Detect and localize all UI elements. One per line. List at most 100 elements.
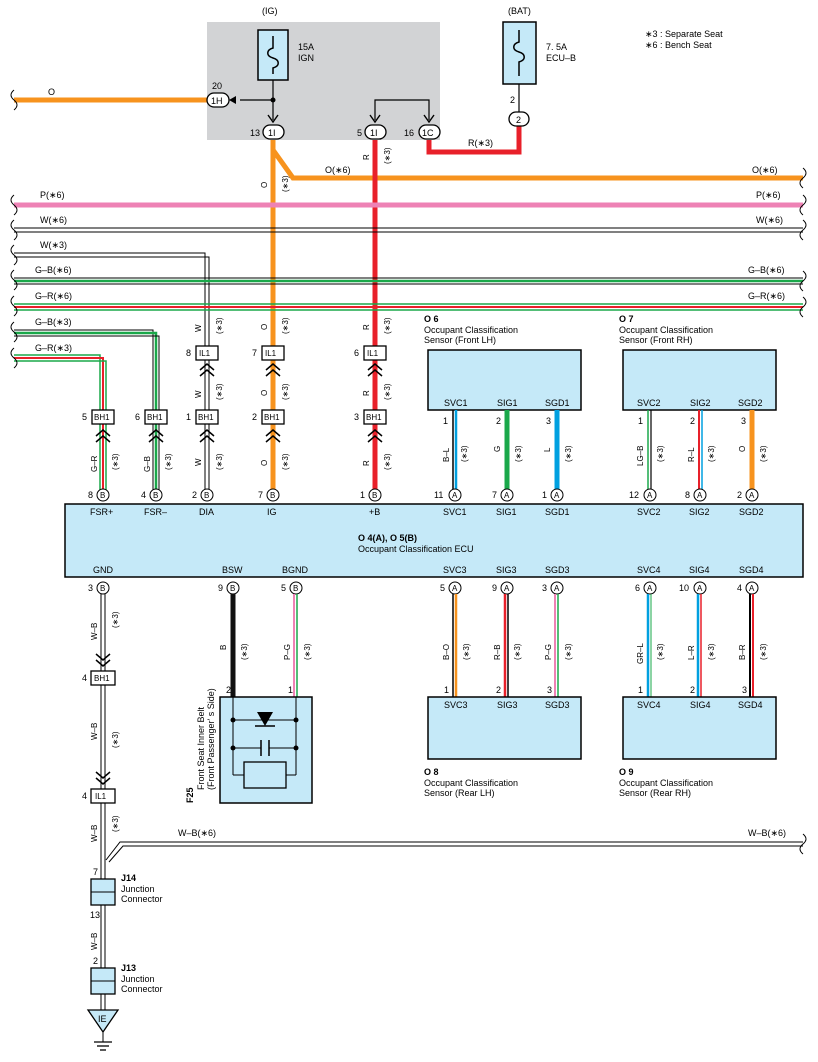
svg-text:3: 3 (546, 416, 551, 426)
svg-text:R: R (362, 324, 371, 330)
svg-text:W(∗6): W(∗6) (40, 215, 67, 225)
svg-text:(∗3): (∗3) (281, 317, 290, 334)
svg-text:J14: J14 (121, 873, 136, 883)
svg-text:3: 3 (547, 685, 552, 695)
svg-text:(∗3): (∗3) (383, 453, 392, 470)
svg-text:1: 1 (360, 490, 365, 500)
svg-text:12: 12 (629, 490, 639, 500)
svg-text:A: A (554, 584, 560, 593)
svg-text:2: 2 (93, 956, 98, 966)
svg-text:(∗3): (∗3) (383, 317, 392, 334)
conn-il1-b: IL1 6 (354, 345, 387, 361)
svg-text:2: 2 (496, 685, 501, 695)
svg-text:(∗3): (∗3) (462, 643, 471, 660)
svg-text:1: 1 (638, 416, 643, 426)
svg-text:13: 13 (90, 910, 100, 920)
svg-text:Occupant Classification: Occupant Classification (424, 325, 518, 335)
svg-text:O 9: O 9 (619, 767, 634, 777)
svg-text:10: 10 (679, 583, 689, 593)
conn-bh1-fsrp: BH1 5 (82, 409, 115, 425)
svg-text:F25: F25 (185, 787, 195, 803)
conn-il1-gnd: IL1 4 (82, 788, 116, 804)
svg-text:DIA: DIA (199, 507, 214, 517)
svg-text:P–G: P–G (283, 644, 292, 660)
svg-text:Connector: Connector (121, 984, 163, 994)
conn-il1-ig: IL1 7 (252, 345, 285, 361)
svg-text:B: B (372, 491, 377, 500)
svg-text:R–L: R–L (687, 447, 696, 462)
svg-text:(∗3): (∗3) (240, 643, 249, 660)
ig-header: (IG) (262, 6, 278, 16)
svg-text:A: A (504, 584, 510, 593)
wire-tags-top: W (∗3) O (∗3) R (∗3) O (∗3) R (∗3) W (∗3… (90, 147, 392, 472)
svg-text:(∗3): (∗3) (281, 453, 290, 470)
svg-text:R: R (362, 390, 371, 396)
svg-text:W(∗6): W(∗6) (756, 215, 783, 225)
svg-text:1I: 1I (370, 128, 378, 138)
junction-j13: 2 J13 Junction Connector (90, 956, 163, 995)
ig-fuse-rating: 15A (298, 42, 314, 52)
svg-text:LG–B: LG–B (636, 446, 645, 466)
svg-text:R: R (362, 460, 371, 466)
svg-text:O: O (260, 390, 269, 396)
svg-text:SIG3: SIG3 (497, 700, 518, 710)
conn-bh1-gnd: BH1 4 (82, 670, 116, 686)
svg-text:Occupant Classification: Occupant Classification (424, 778, 518, 788)
svg-text:2: 2 (496, 416, 501, 426)
svg-text:11: 11 (434, 490, 443, 500)
svg-text:SGD4: SGD4 (738, 700, 763, 710)
svg-text:W(∗3): W(∗3) (40, 240, 67, 250)
conn-il1-dia: IL1 8 (186, 345, 219, 361)
svg-text:O: O (260, 182, 269, 188)
svg-text:O 7: O 7 (619, 314, 634, 324)
conn-1i-b (364, 124, 387, 140)
sensor-top-pin-labels: 1 2 3 1 2 3 B–L (∗3) G (∗3) L (∗3) LG–B … (442, 416, 768, 466)
svg-text:B: B (293, 584, 298, 593)
svg-text:SIG2: SIG2 (690, 398, 711, 408)
ground-ie: IE (86, 1009, 120, 1051)
svg-text:(∗3): (∗3) (215, 317, 224, 334)
svg-text:G–B: G–B (143, 456, 152, 472)
svg-text:2: 2 (226, 685, 231, 695)
conn-1c (418, 124, 441, 140)
svg-text:1I: 1I (268, 128, 276, 138)
svg-text:G–B(∗3): G–B(∗3) (35, 317, 72, 327)
ig-fuse-name: IGN (298, 53, 314, 63)
svg-text:2: 2 (516, 115, 521, 125)
svg-text:Junction: Junction (121, 974, 155, 984)
svg-text:O 6: O 6 (424, 314, 439, 324)
svg-text:Occupant Classification: Occupant Classification (619, 325, 713, 335)
svg-text:6: 6 (354, 348, 359, 358)
svg-text:(∗3): (∗3) (707, 445, 716, 462)
svg-text:BH1: BH1 (94, 413, 110, 422)
bus-label-o6-right: O(∗6) (752, 165, 778, 175)
svg-text:7: 7 (93, 867, 98, 877)
svg-text:SGD2: SGD2 (738, 398, 763, 408)
svg-text:Occupant Classification: Occupant Classification (619, 778, 713, 788)
svg-text:(∗3): (∗3) (281, 175, 290, 192)
svg-text:A: A (554, 491, 560, 500)
svg-text:B–L: B–L (442, 447, 451, 462)
svg-text:8: 8 (186, 348, 191, 358)
svg-text:4: 4 (737, 583, 742, 593)
svg-text:SIG3: SIG3 (496, 565, 517, 575)
svg-text:A: A (504, 491, 510, 500)
svg-text:O 8: O 8 (424, 767, 439, 777)
svg-text:B: B (153, 491, 158, 500)
svg-text:+B: +B (369, 507, 380, 517)
svg-text:7: 7 (492, 490, 497, 500)
sensor-o7: O 7 Occupant Classification Sensor (Fron… (619, 314, 777, 411)
svg-text:IL1: IL1 (95, 792, 107, 801)
svg-text:6: 6 (635, 583, 640, 593)
svg-text:7: 7 (258, 490, 263, 500)
svg-text:A: A (697, 584, 703, 593)
svg-text:(∗3): (∗3) (656, 643, 665, 660)
svg-text:3: 3 (741, 416, 746, 426)
svg-text:(∗3): (∗3) (215, 383, 224, 400)
svg-text:(∗3): (∗3) (460, 445, 469, 462)
svg-text:SIG2: SIG2 (689, 507, 710, 517)
svg-text:Connector: Connector (121, 894, 163, 904)
svg-text:(∗3): (∗3) (111, 815, 120, 832)
bat-fuse-icon (513, 30, 525, 76)
svg-text:B: B (230, 584, 235, 593)
